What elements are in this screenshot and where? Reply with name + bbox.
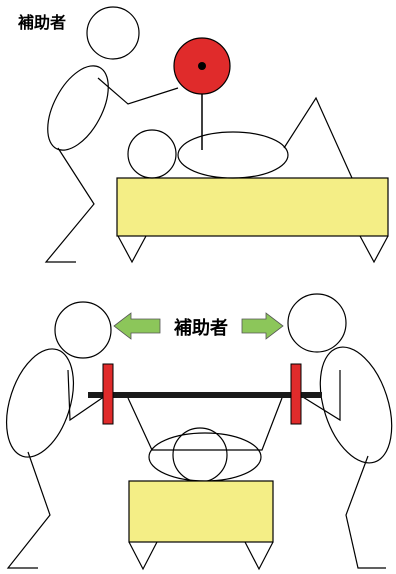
top-spotter-arm (97, 77, 179, 105)
bottom-spotter-label: 補助者 (173, 317, 228, 339)
arrow-left-icon (113, 312, 161, 340)
arrow-right-icon (241, 312, 284, 340)
top-spotter-leg (44, 147, 95, 263)
top-bench-pad (116, 177, 389, 237)
bottom-lifter-torso (148, 432, 262, 482)
bottom-bench-leg-left (128, 541, 158, 571)
bottom-spotter-left-head (54, 301, 112, 359)
bottom-spotter-right-torso (319, 346, 393, 464)
bottom-lifter-head (172, 427, 228, 483)
bottom-barbell (88, 363, 322, 425)
top-spotter-figure (44, 6, 179, 263)
top-lifter-head (127, 129, 177, 179)
bottom-plate-right (290, 363, 302, 425)
bottom-bench-leg-right (244, 541, 274, 571)
bottom-plate-left (102, 363, 114, 425)
bottom-spotter-right-leg (345, 455, 386, 569)
bottom-spotter-left-arm (67, 369, 109, 422)
bottom-spotter-right-arm (297, 370, 341, 422)
bottom-lifter-arms (127, 397, 283, 451)
bottom-spotter-right (287, 293, 393, 569)
bottom-spotter-left-torso (6, 348, 74, 458)
bottom-panel-end-view: 補助者 (6, 293, 393, 571)
bottom-spotter-right-head (287, 293, 347, 353)
top-panel-side-view: 補助者 (17, 6, 389, 264)
top-lifter-legs (283, 96, 353, 179)
top-bench-leg-left (117, 235, 147, 264)
top-spotter-head (86, 6, 140, 60)
top-bar-end (198, 62, 206, 70)
top-bench-leg-right (359, 235, 389, 264)
bottom-bar (88, 392, 322, 398)
bottom-spotter-left (6, 301, 112, 569)
top-spotter-label: 補助者 (17, 13, 66, 32)
top-lifter-torso (177, 131, 289, 179)
bottom-bench (128, 480, 274, 571)
bottom-bench-pad (128, 480, 274, 543)
bottom-spotter-left-leg (6, 451, 51, 569)
top-lifter-figure (127, 96, 353, 179)
top-spotter-torso (47, 65, 109, 151)
top-bench (116, 177, 389, 264)
